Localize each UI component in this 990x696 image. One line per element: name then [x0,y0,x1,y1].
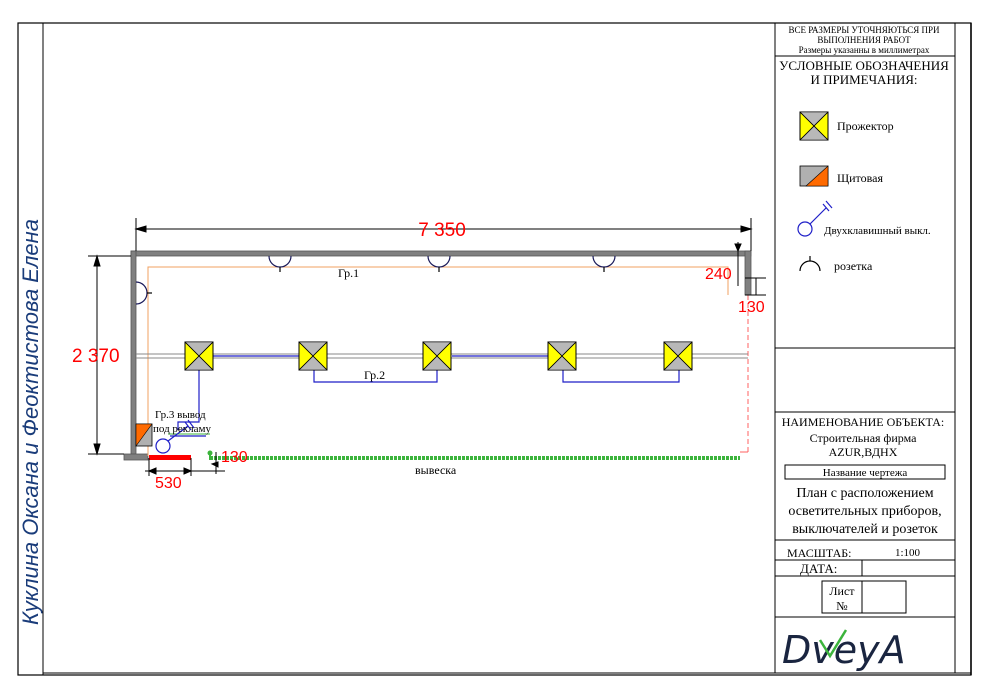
logo-check-icon [818,629,848,659]
wall-left [130,250,137,458]
socket-icon [135,281,152,305]
legend-title-1: УСЛОВНЫЕ ОБОЗНАЧЕНИЯ [779,58,949,73]
legend-label-switch: Двухклавишный выкл. [824,225,931,237]
legend-panel: Щитовая [799,165,883,187]
panel-icon [799,165,829,187]
electrical-panel-icon [135,423,153,447]
legend-socket: розетка [799,256,873,273]
note-line-3: Размеры указанны в миллиметрах [799,45,930,55]
projector-icon [184,341,214,371]
double-switch-icon [797,200,833,237]
dim-right-top: 240 [705,266,732,283]
wall-right [744,250,752,296]
legend-projector: Прожектор [799,111,894,141]
sheet-label-2: № [836,599,847,613]
drawing-title-1: План с расположением [796,486,933,501]
legend-switch: Двухклавишный выкл. [797,200,931,237]
drawing-name-label: Название чертежа [823,467,908,479]
group3-label-line1: Гр.3 вывод [155,409,206,421]
group2-label: Гр.2 [364,368,385,382]
dim-height: 2 370 [72,346,120,367]
company-logo: DveyA [782,628,906,672]
sign-label: вывеска [415,463,457,477]
socket-icon [592,255,616,272]
date-label: ДАТА: [800,561,837,576]
dimension-lines [88,218,766,476]
group2-cable [170,355,680,437]
scale-label: МАСШТАБ: [787,546,851,560]
object-line-2: AZUR,ВДНХ [829,445,898,459]
projector-icon [298,341,328,371]
legend-label-panel: Щитовая [837,171,883,185]
drawing-title-2: осветительных приборов, [788,504,941,519]
group3-label-line2: под рекламу [153,423,211,435]
legend-label-projector: Прожектор [837,119,894,133]
legend-title-2: И ПРИМЕЧАНИЯ: [810,72,917,87]
sockets-group [135,255,616,305]
note-line-1: ВСЕ РАЗМЕРЫ УТОЧНЯЮТЬСЯ ПРИ [788,25,940,35]
legend-label-socket: розетка [834,259,873,273]
note-line-2: ВЫПОЛНЕНИЯ РАБОТ [817,35,911,45]
dim-bottom-offset: 130 [221,449,248,466]
projectors-group [184,341,693,371]
wall-top [130,250,752,257]
object-label: НАИМЕНОВАНИЕ ОБЪЕКТА: [782,415,945,429]
drawing-title-3: выключателей и розеток [792,522,938,537]
object-line-1: Строительная фирма [810,431,917,445]
dim-width: 7 350 [418,220,466,241]
scale-value: 1:100 [895,547,921,559]
title-block: ВСЕ РАЗМЕРЫ УТОЧНЯЮТЬСЯ ПРИ ВЫПОЛНЕНИЯ Р… [774,23,956,673]
dim-bottom-left: 530 [155,475,182,492]
double-switch-icon [155,419,195,454]
socket-icon [799,256,821,272]
projector-icon [799,111,829,141]
projector-icon [547,341,577,371]
sheet-label-1: Лист [829,584,855,598]
red-sign-segment [149,455,191,460]
dim-right-offset: 130 [738,299,765,316]
wall-bottom-stub [123,453,149,461]
socket-icon [427,255,451,272]
author-text: Куклина Оксана и Феоктистова Елена [18,219,43,625]
group1-label: Гр.1 [338,266,359,280]
projector-icon [422,341,452,371]
socket-icon [268,255,292,272]
floor-plan: 7 350 2 370 240 130 530 130 Гр.1 Гр.2 Гр… [72,218,766,492]
projector-icon [663,341,693,371]
